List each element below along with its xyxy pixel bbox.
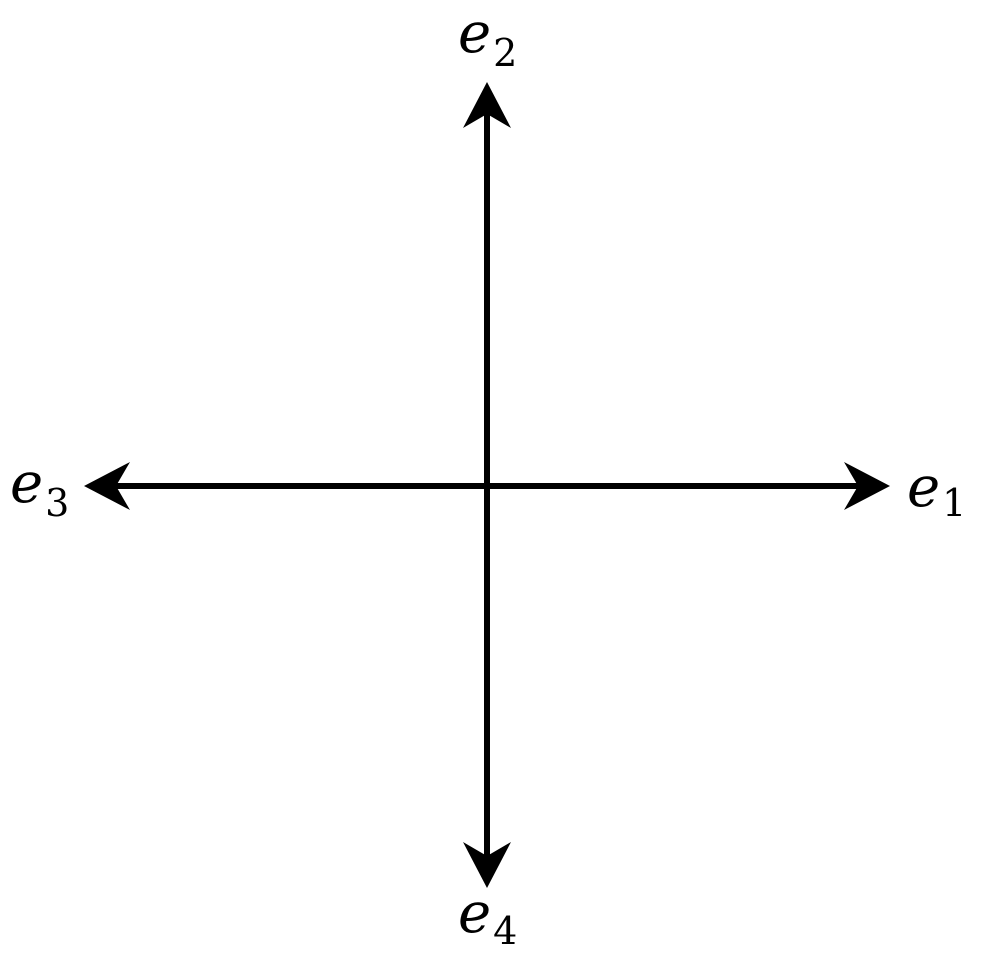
vector-e4-arrowhead: [463, 842, 511, 888]
vector-e3-arrowhead: [84, 462, 130, 510]
vector-e1-arrowhead: [844, 462, 890, 510]
vector-e2-arrowhead: [463, 82, 511, 128]
vector-e2-label: e2: [458, 1, 517, 75]
vector-e4-label: e4: [458, 881, 517, 953]
vector-e1-label: e1: [907, 455, 966, 525]
vector-e3-label: e3: [10, 451, 69, 525]
